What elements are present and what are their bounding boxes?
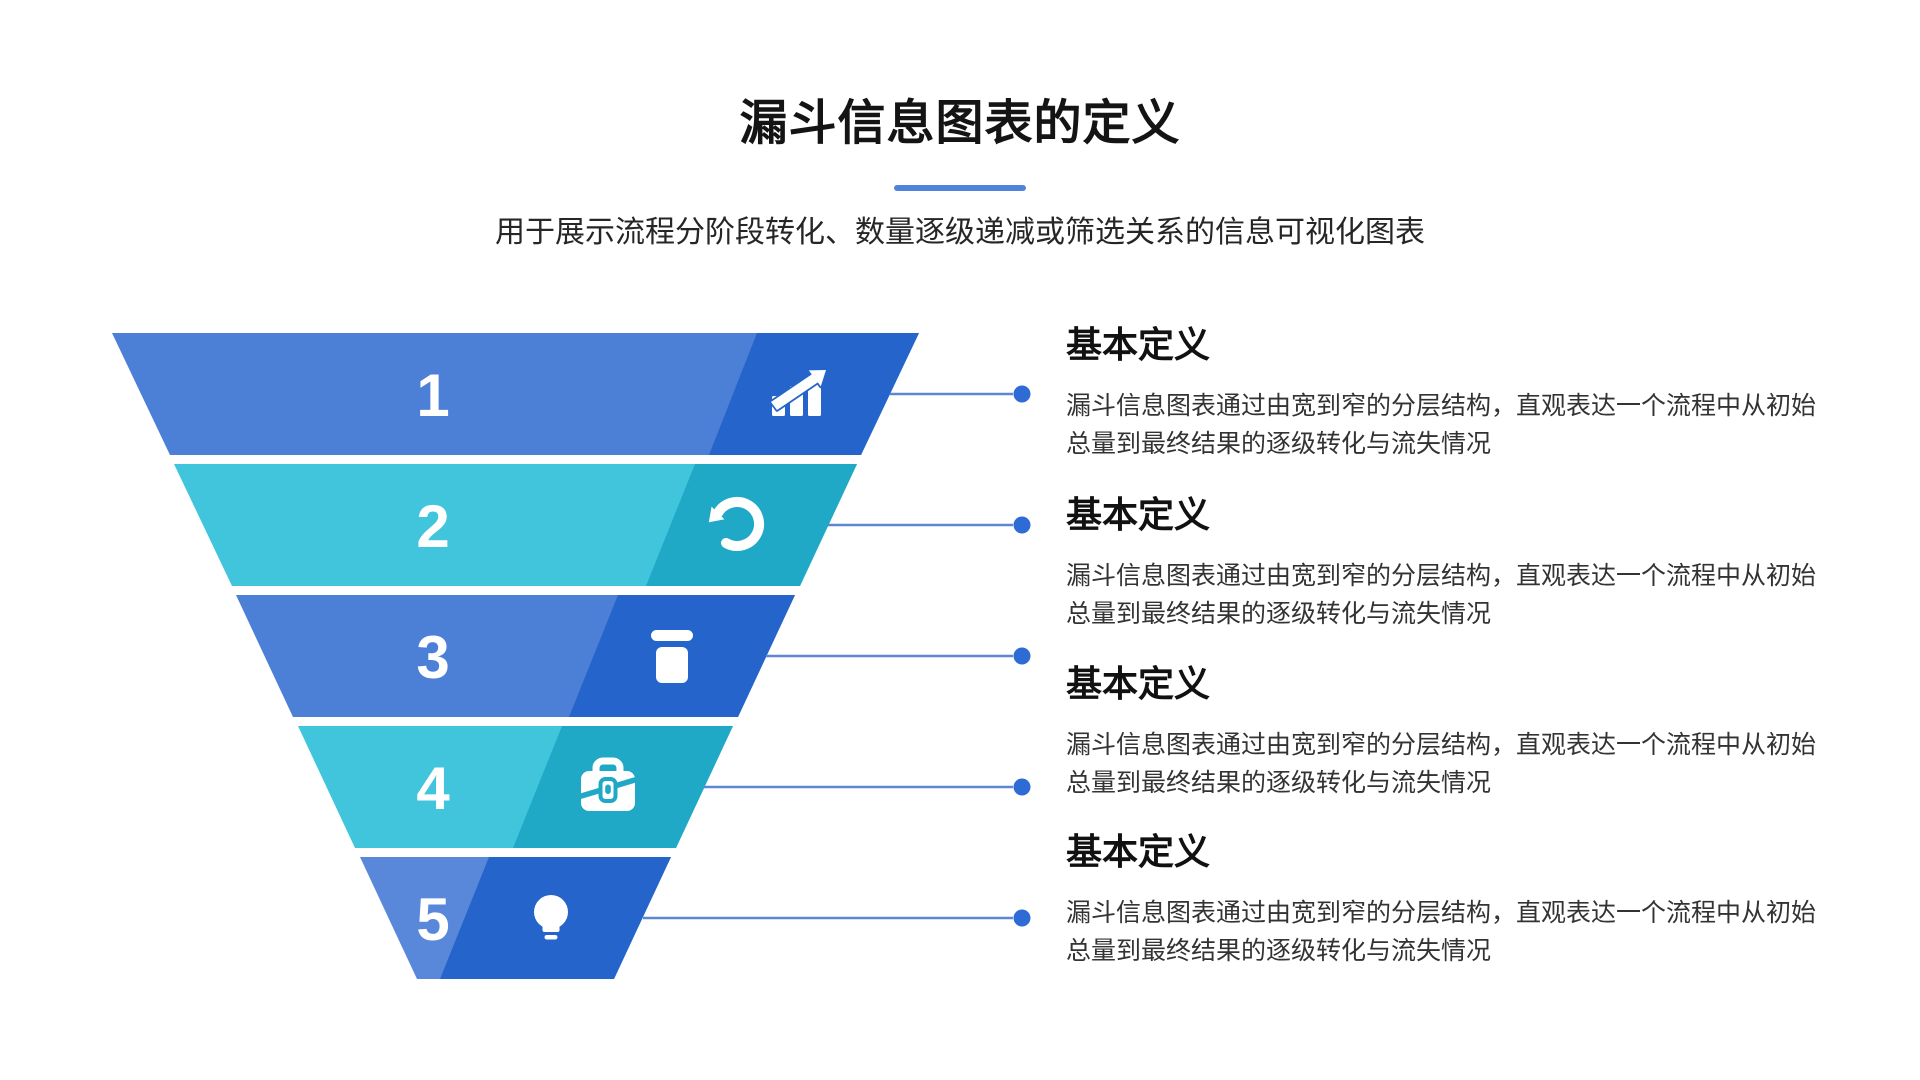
rotate-arrow-icon	[708, 497, 765, 551]
funnel-stage-1: 1	[112, 333, 919, 455]
connector-dot-4	[1013, 778, 1031, 796]
definition-block-4: 基本定义 漏斗信息图表通过由宽到窄的分层结构，直观表达一个流程中从初始总量到最终…	[1066, 829, 1831, 970]
definition-block-1: 基本定义 漏斗信息图表通过由宽到窄的分层结构，直观表达一个流程中从初始总量到最终…	[1066, 322, 1831, 463]
funnel-stage-2-number: 2	[416, 493, 449, 560]
definition-block-2: 基本定义 漏斗信息图表通过由宽到窄的分层结构，直观表达一个流程中从初始总量到最终…	[1066, 492, 1831, 633]
definition-heading: 基本定义	[1066, 831, 1211, 872]
connector-dot-1	[1013, 385, 1031, 403]
page-title: 漏斗信息图表的定义	[739, 97, 1181, 150]
page-subtitle: 用于展示流程分阶段转化、数量逐级递减或筛选关系的信息可视化图表	[495, 216, 1425, 249]
funnel-stage-5-number: 5	[416, 886, 449, 953]
funnel-stage-1-body	[112, 333, 919, 455]
bar-chart-growth-icon	[769, 368, 828, 416]
lightbulb-icon	[534, 895, 568, 940]
funnel-stage-2-icon-panel	[646, 464, 857, 586]
funnel-stage-2: 2	[174, 464, 857, 586]
trash-bin-icon	[651, 630, 693, 683]
funnel-stage-1-number: 1	[416, 362, 449, 429]
definition-heading: 基本定义	[1066, 324, 1211, 365]
definition-body: 漏斗信息图表通过由宽到窄的分层结构，直观表达一个流程中从初始总量到最终结果的逐级…	[1066, 731, 1817, 797]
connector-dot-2	[1013, 516, 1031, 534]
funnel-stage-5: 5	[360, 857, 671, 979]
title-underline-accent	[894, 185, 1026, 191]
definition-heading: 基本定义	[1066, 494, 1211, 535]
definition-body: 漏斗信息图表通过由宽到窄的分层结构，直观表达一个流程中从初始总量到最终结果的逐级…	[1066, 899, 1817, 965]
funnel-stage-4: 4	[298, 726, 733, 848]
briefcase-icon	[577, 757, 639, 811]
definition-heading: 基本定义	[1066, 663, 1211, 704]
definition-body: 漏斗信息图表通过由宽到窄的分层结构，直观表达一个流程中从初始总量到最终结果的逐级…	[1066, 392, 1817, 458]
funnel-stage-4-number: 4	[416, 755, 450, 822]
connector-lines	[643, 385, 1031, 927]
connector-dot-3	[1013, 647, 1031, 665]
definition-block-3: 基本定义 漏斗信息图表通过由宽到窄的分层结构，直观表达一个流程中从初始总量到最终…	[1066, 661, 1831, 802]
funnel-stage-3: 3	[236, 595, 795, 717]
definition-body: 漏斗信息图表通过由宽到窄的分层结构，直观表达一个流程中从初始总量到最终结果的逐级…	[1066, 562, 1817, 628]
connector-dot-5	[1013, 909, 1031, 927]
funnel-stage-3-number: 3	[416, 624, 449, 691]
